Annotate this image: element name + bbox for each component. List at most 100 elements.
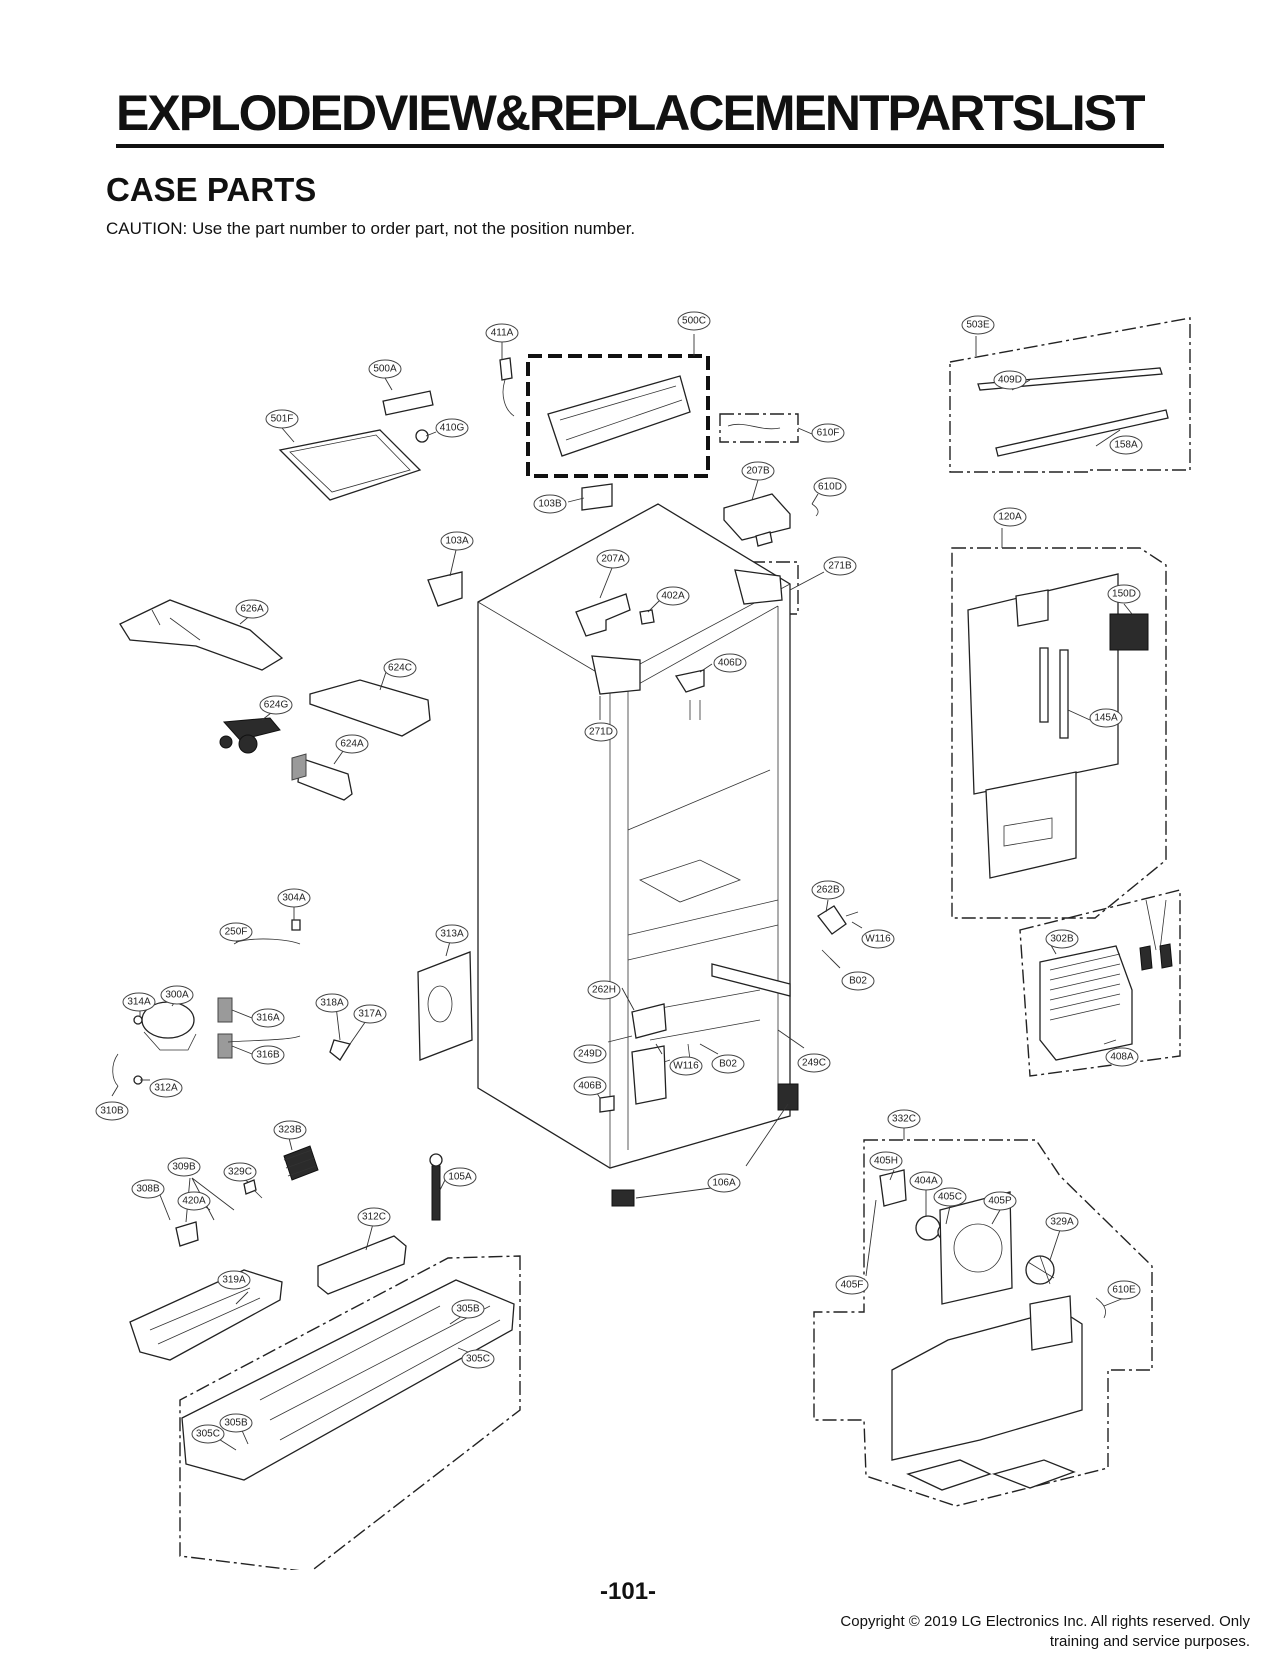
svg-text:317A: 317A	[358, 1009, 382, 1020]
svg-text:207B: 207B	[746, 466, 770, 477]
svg-text:624C: 624C	[388, 663, 412, 674]
callout-501F: 501F	[265, 409, 299, 429]
svg-text:302B: 302B	[1050, 934, 1074, 945]
svg-text:402A: 402A	[661, 591, 685, 602]
callout-503E: 503E	[961, 315, 995, 335]
svg-text:271B: 271B	[828, 561, 852, 572]
section-title: CASE PARTS	[106, 171, 317, 208]
callout-103A: 103A	[440, 531, 474, 551]
callout-316A: 316A	[251, 1008, 285, 1028]
svg-text:106A: 106A	[712, 1178, 736, 1189]
svg-text:316B: 316B	[256, 1050, 280, 1061]
svg-text:410G: 410G	[440, 423, 465, 434]
callout-332C: 332C	[887, 1109, 921, 1129]
callout-610F: 610F	[811, 423, 845, 443]
svg-text:626A: 626A	[240, 604, 264, 615]
callout-500A: 500A	[368, 359, 402, 379]
callout-317A: 317A	[353, 1004, 387, 1024]
callout-249C: 249C	[797, 1053, 831, 1073]
svg-text:W116: W116	[673, 1061, 699, 1072]
callout-313A: 313A	[435, 924, 469, 944]
svg-text:304A: 304A	[282, 893, 306, 904]
svg-text:W116: W116	[865, 934, 891, 945]
svg-text:420A: 420A	[182, 1196, 206, 1207]
callout-316B: 316B	[251, 1045, 285, 1065]
exploded-view-diagram: 500C 411A 500A 501F 410G 610F 207B 610D …	[95, 311, 1191, 1570]
svg-text:312A: 312A	[154, 1083, 178, 1094]
callout-624A: 624A	[335, 734, 369, 754]
callout-B02b: B02	[711, 1054, 745, 1074]
svg-text:409D: 409D	[998, 375, 1022, 386]
svg-text:B02: B02	[719, 1059, 737, 1070]
callout-406D: 406D	[713, 653, 747, 673]
svg-text:312C: 312C	[362, 1212, 386, 1223]
svg-text:305B: 305B	[456, 1304, 480, 1315]
callout-309B: 309B	[167, 1157, 201, 1177]
callout-409D: 409D	[993, 370, 1027, 390]
svg-text:262H: 262H	[592, 985, 616, 996]
svg-text:314A: 314A	[127, 997, 151, 1008]
svg-text:313A: 313A	[440, 929, 464, 940]
callout-W116a: W116	[861, 929, 895, 949]
svg-text:316A: 316A	[256, 1013, 280, 1024]
callout-624C: 624C	[383, 658, 417, 678]
callout-305B: 305B	[451, 1299, 485, 1319]
callout-408A: 408A	[1105, 1047, 1139, 1067]
callout-262H: 262H	[587, 980, 621, 1000]
svg-text:624A: 624A	[340, 739, 364, 750]
callout-610E: 610E	[1107, 1280, 1141, 1300]
svg-text:503E: 503E	[966, 320, 990, 331]
svg-text:318A: 318A	[320, 998, 344, 1009]
callout-410G: 410G	[435, 418, 469, 438]
svg-text:249D: 249D	[578, 1049, 602, 1060]
callout-207B: 207B	[741, 461, 775, 481]
callout-314A: 314A	[122, 992, 156, 1012]
callout-610D: 610D	[813, 477, 847, 497]
callout-405P: 405P	[983, 1191, 1017, 1211]
callout-626A: 626A	[235, 599, 269, 619]
svg-text:406B: 406B	[578, 1081, 602, 1092]
svg-text:408A: 408A	[1110, 1052, 1134, 1063]
callout-120A: 120A	[993, 507, 1027, 527]
svg-text:249C: 249C	[802, 1058, 826, 1069]
svg-text:271D: 271D	[589, 727, 613, 738]
callout-106A: 106A	[707, 1173, 741, 1193]
svg-text:405H: 405H	[874, 1156, 898, 1167]
svg-text:501F: 501F	[271, 414, 294, 425]
callout-302B: 302B	[1045, 929, 1079, 949]
svg-text:329C: 329C	[228, 1167, 252, 1178]
svg-text:323B: 323B	[278, 1125, 302, 1136]
title-rule	[116, 144, 1164, 148]
svg-text:305C: 305C	[466, 1354, 490, 1365]
svg-text:150D: 150D	[1112, 589, 1136, 600]
callout-323B: 323B	[273, 1120, 307, 1140]
svg-text:B02: B02	[849, 976, 867, 987]
callout-262B: 262B	[811, 880, 845, 900]
svg-text:610E: 610E	[1112, 1285, 1136, 1296]
svg-text:411A: 411A	[491, 328, 514, 339]
svg-text:305B: 305B	[224, 1418, 248, 1429]
svg-text:404A: 404A	[914, 1176, 938, 1187]
callout-150D: 150D	[1107, 584, 1141, 604]
callout-411A: 411A	[485, 323, 519, 343]
callout-405C: 405C	[933, 1187, 967, 1207]
svg-text:207A: 207A	[601, 554, 625, 565]
svg-text:103A: 103A	[445, 536, 469, 547]
callout-312A: 312A	[149, 1078, 183, 1098]
svg-text:406D: 406D	[718, 658, 742, 669]
page-title: EXPLODEDVIEW&REPLACEMENTPARTSLIST	[116, 85, 1146, 141]
callout-405H: 405H	[869, 1151, 903, 1171]
callout-310B: 310B	[95, 1101, 129, 1121]
callout-158A: 158A	[1109, 435, 1143, 455]
svg-text:332C: 332C	[892, 1114, 916, 1125]
svg-text:405C: 405C	[938, 1192, 962, 1203]
callout-105A: 105A	[443, 1167, 477, 1187]
callout-308B: 308B	[131, 1179, 165, 1199]
svg-text:405F: 405F	[841, 1280, 864, 1291]
callout-207A: 207A	[596, 549, 630, 569]
svg-text:610D: 610D	[818, 482, 842, 493]
callout-W116b: W116	[669, 1056, 703, 1076]
callout-318A: 318A	[315, 993, 349, 1013]
callout-271D: 271D	[584, 722, 618, 742]
svg-text:500C: 500C	[682, 316, 706, 327]
